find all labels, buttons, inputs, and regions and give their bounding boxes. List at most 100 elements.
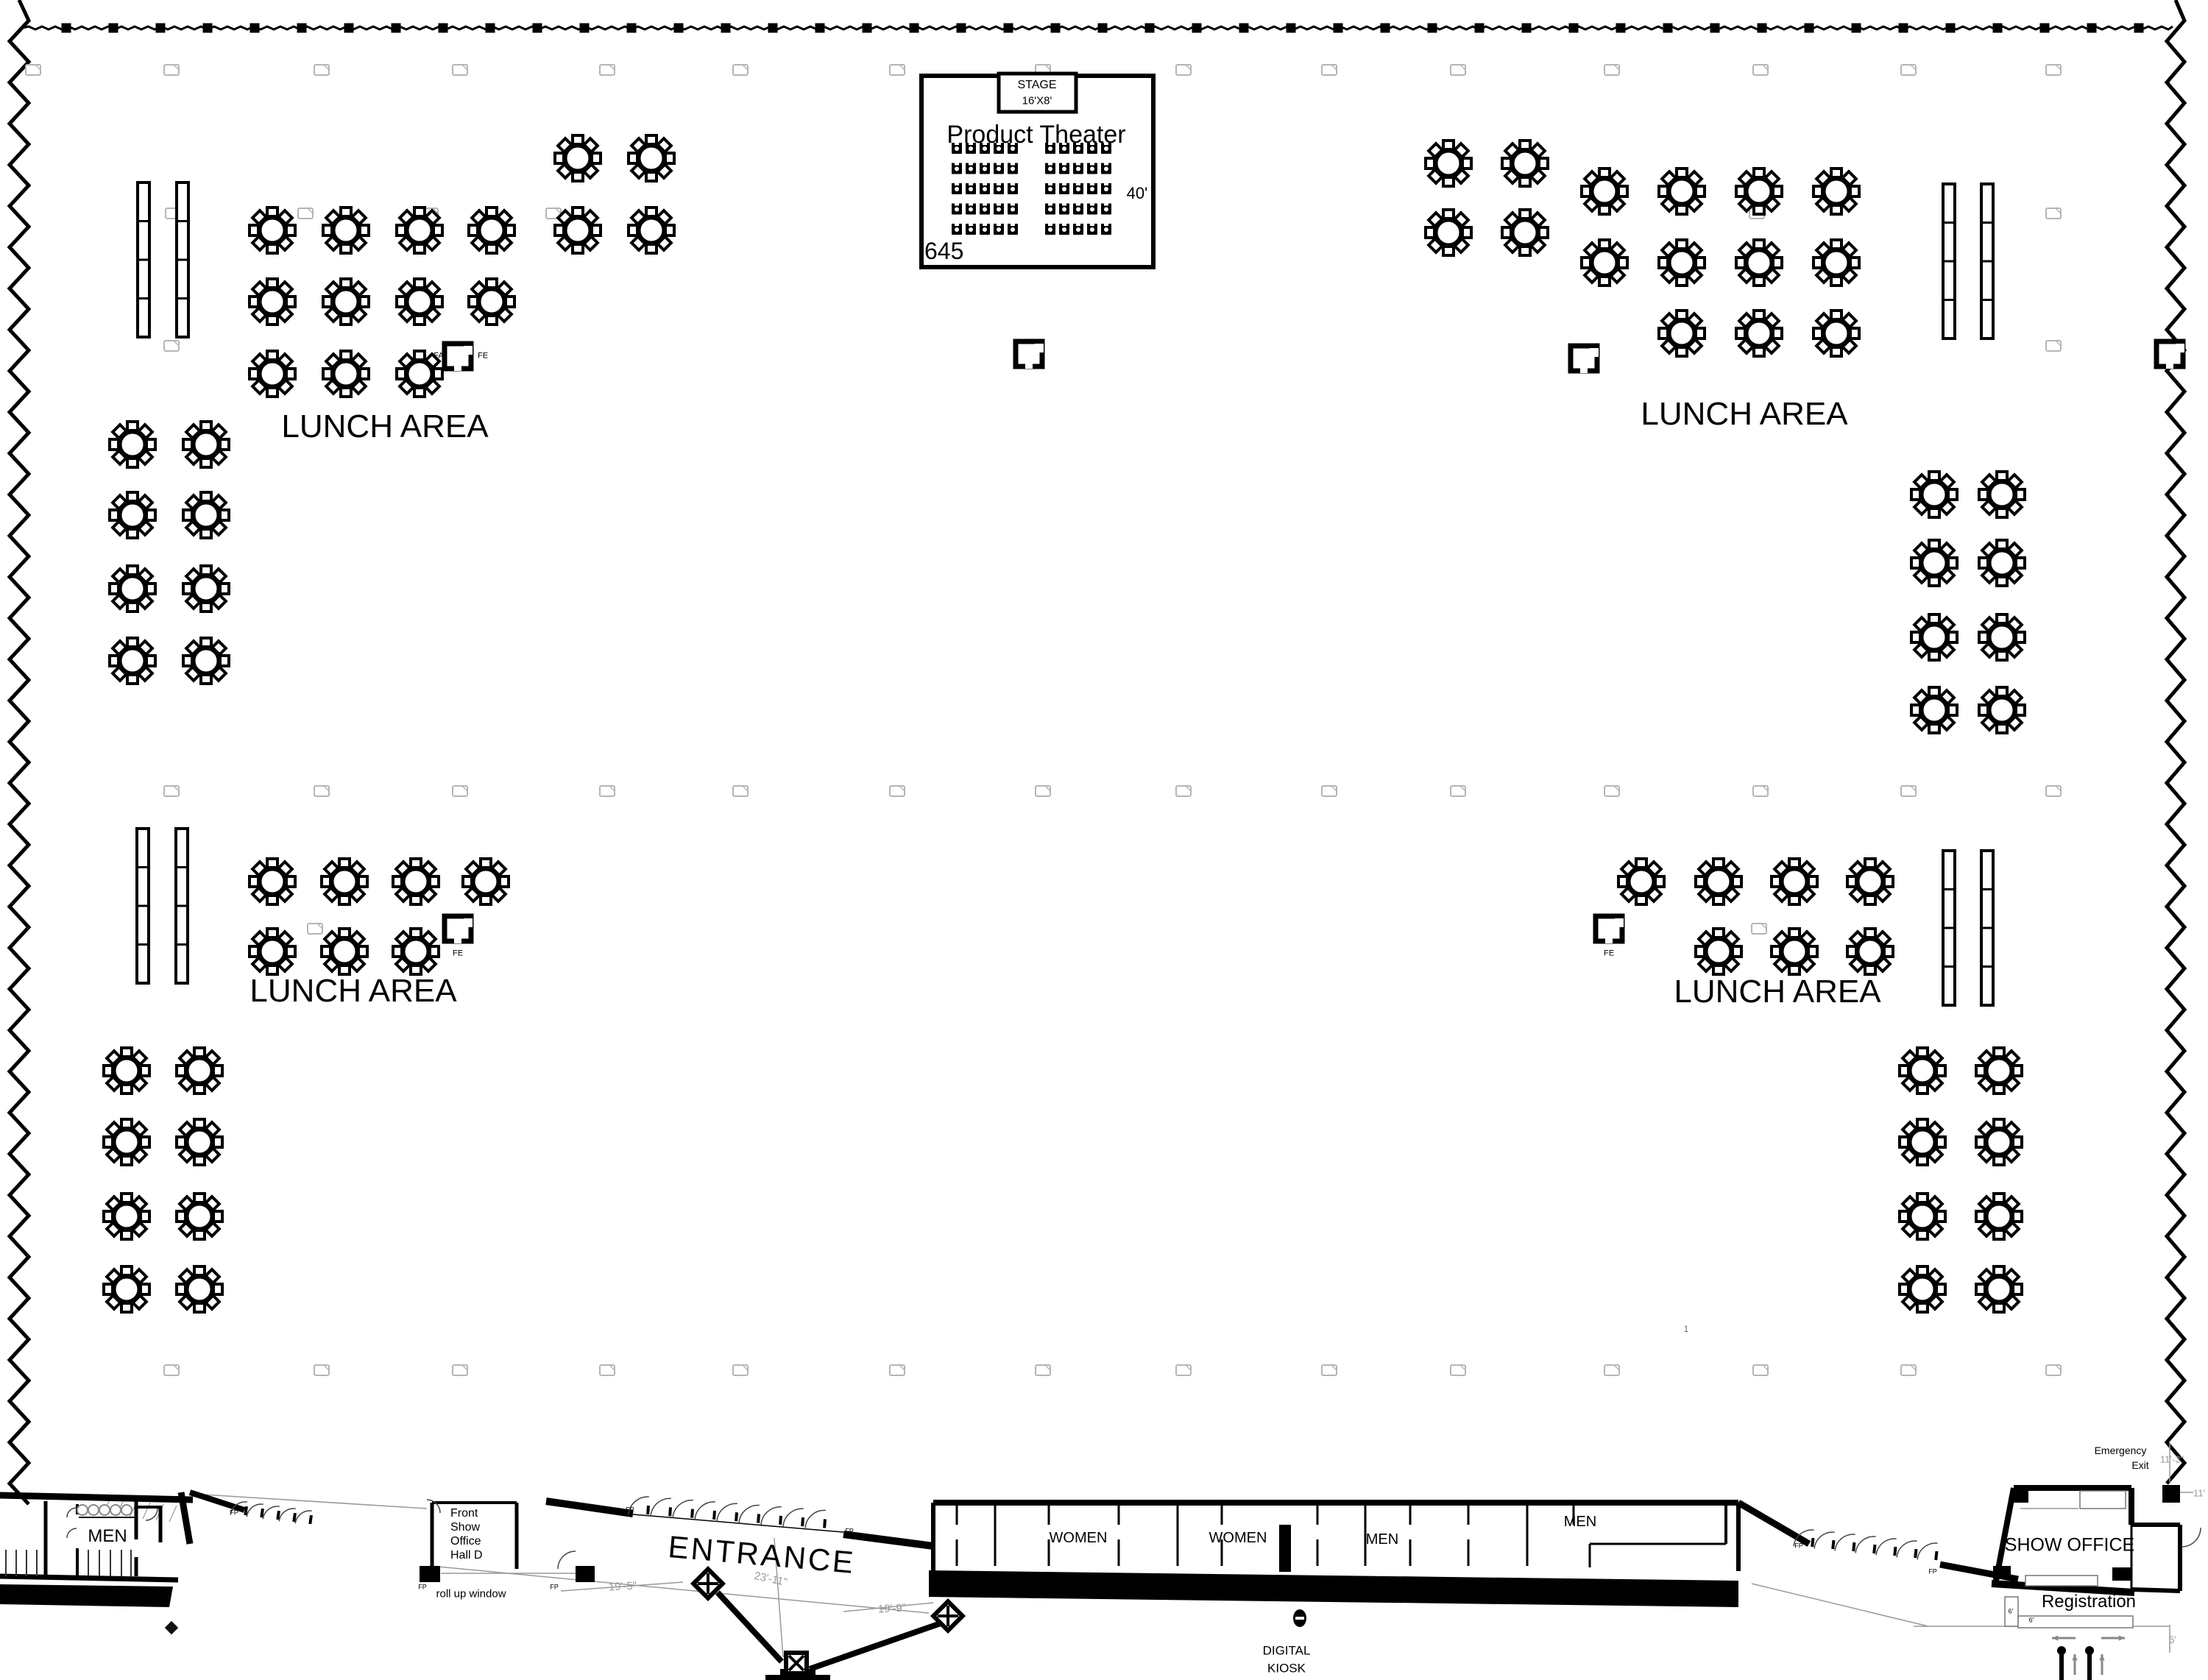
round-table-icon <box>1978 686 2026 734</box>
round-table-icon <box>1580 238 1629 287</box>
theater-seat-icon <box>952 183 962 194</box>
theater-seat-icon <box>1045 183 1055 194</box>
round-table-icon <box>322 350 370 398</box>
roll-up-window-label: roll up window <box>436 1587 506 1601</box>
round-table-icon <box>1812 238 1861 287</box>
theater-seat-icon <box>1087 224 1097 235</box>
door-swing-icon <box>716 1503 738 1522</box>
barricade-stand-icon <box>930 1598 966 1634</box>
front-show-office-line-3: Office <box>450 1535 481 1548</box>
theater-seat-icon <box>980 183 990 194</box>
theater-seat-icon <box>1059 163 1069 174</box>
theater-seat-icon <box>1087 163 1097 174</box>
floor-port-icon <box>1900 64 1917 76</box>
fp-label-6: FP <box>1794 1542 1803 1550</box>
round-table-icon <box>1846 857 1894 906</box>
entrance-barricades <box>690 1565 966 1680</box>
floor-port-icon <box>545 208 562 219</box>
product-theater-title: Product Theater <box>946 121 1126 149</box>
barricade-stand-icon <box>690 1565 726 1602</box>
theater-seat-icon <box>952 224 962 235</box>
round-table-icon <box>108 420 157 469</box>
dim-6ft-1: 6' <box>2008 1607 2014 1615</box>
floor-port-icon <box>1752 1364 1769 1376</box>
round-table-icon <box>1657 309 1706 358</box>
round-table-icon <box>182 420 230 469</box>
theater-seat-icon <box>994 143 1004 154</box>
round-table-icon <box>1694 857 1743 906</box>
floor-port-icon <box>163 785 180 797</box>
floor-port-icon <box>163 64 180 76</box>
round-table-icon <box>182 564 230 613</box>
theater-seat-icon <box>980 163 990 174</box>
digital-kiosk-label-line-1: DIGITAL <box>1262 1643 1311 1658</box>
floor-port-icon <box>1900 1364 1917 1376</box>
round-table-icon <box>395 350 444 398</box>
floor-port-icon <box>1450 64 1466 76</box>
door-swing-icon <box>782 1508 804 1527</box>
door-swing-icon <box>804 1509 827 1528</box>
theater-seat-icon <box>1087 203 1097 215</box>
floor-port-icon <box>1175 64 1192 76</box>
round-table-icon <box>1975 1046 2023 1095</box>
round-table-icon <box>392 927 440 976</box>
round-table-icon <box>175 1192 224 1241</box>
floor-port-icon <box>452 785 468 797</box>
buffet-table-icon <box>1942 849 1956 1007</box>
round-table-icon <box>461 857 510 906</box>
floor-port-icon <box>314 1364 330 1376</box>
round-table-icon <box>467 206 516 255</box>
fp-label-2: FP <box>230 1509 238 1517</box>
buffet-table-icon <box>174 827 189 985</box>
door-swing-icon <box>246 1503 264 1518</box>
theater-seat-icon <box>1045 143 1055 154</box>
stage-size-label: 16'X8' <box>1022 94 1052 107</box>
door-swing-icon <box>66 1507 77 1518</box>
fp-label-5: FP <box>845 1527 854 1535</box>
floor-port-icon <box>1175 785 1192 797</box>
buffet-table-icon <box>175 181 190 339</box>
floor-port-icon <box>307 923 323 935</box>
round-table-icon <box>322 206 370 255</box>
door-swings <box>66 1496 2201 1570</box>
round-table-icon <box>1975 1118 2023 1166</box>
fe-label-bottom-right: FE <box>1603 949 1615 958</box>
page-mark-1: 1 <box>1683 1324 1689 1334</box>
theater-seat-icon <box>966 203 976 215</box>
round-table-icon <box>1812 309 1861 358</box>
lunch-area-label-bottom-left: LUNCH AREA <box>250 973 457 1009</box>
floor-port-icon <box>1321 1364 1337 1376</box>
round-table-icon <box>627 134 676 182</box>
registration-stanchions <box>2057 1646 2094 1680</box>
floor-port-icon <box>2045 340 2062 352</box>
floor-port-icon <box>314 64 330 76</box>
fp-label-3: FP <box>418 1583 427 1591</box>
round-table-icon <box>248 277 297 326</box>
theater-seat-icon <box>1059 183 1069 194</box>
floor-port-icon <box>1900 785 1917 797</box>
stage-label: STAGE <box>1017 79 1057 91</box>
round-table-icon <box>248 206 297 255</box>
round-table-icon <box>320 927 369 976</box>
round-table-icon <box>1657 238 1706 287</box>
fire-extinguisher-icon <box>442 913 474 944</box>
round-table-icon <box>322 277 370 326</box>
theater-seat-icon <box>994 224 1004 235</box>
door-swing-icon <box>294 1510 313 1525</box>
floor-port-icon <box>1450 1364 1466 1376</box>
door-swing-icon <box>628 1496 650 1515</box>
round-table-icon <box>1812 167 1861 216</box>
floor-port-icon <box>1752 785 1769 797</box>
fp-label-4: FP <box>550 1583 559 1591</box>
round-table-icon <box>102 1118 151 1166</box>
theater-seat-icon <box>1073 203 1083 215</box>
theater-seat-icon <box>1101 143 1111 154</box>
round-table-icon <box>1975 1265 2023 1314</box>
round-table-icon <box>1735 167 1783 216</box>
round-table-icon <box>1898 1192 1947 1241</box>
barricade-stand-icon <box>784 1651 809 1676</box>
theater-seat-icon <box>1008 143 1018 154</box>
floor-port-icon <box>889 64 905 76</box>
door-swing-icon <box>1834 1534 1856 1552</box>
